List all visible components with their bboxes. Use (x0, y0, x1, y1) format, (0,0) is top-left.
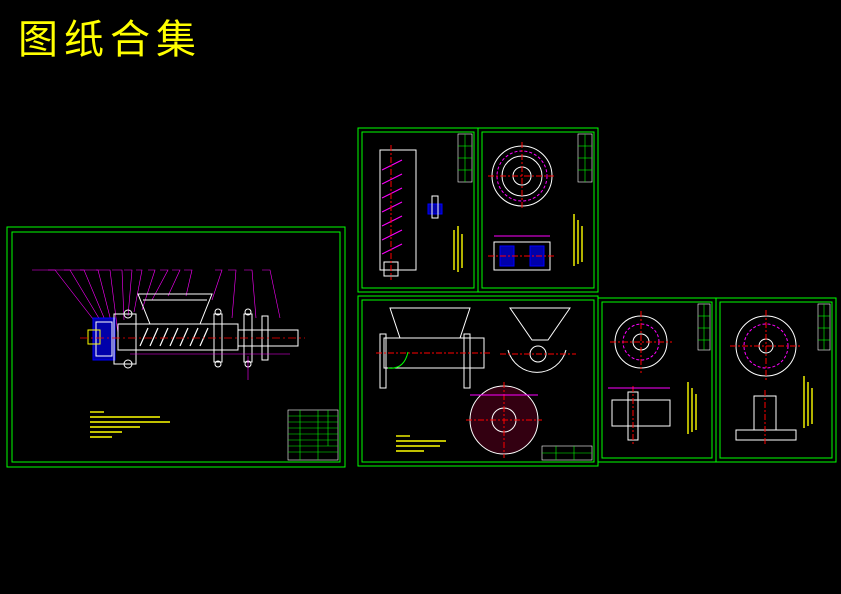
title-block (457, 133, 473, 183)
hopper (137, 293, 213, 325)
pulley-part (488, 142, 556, 271)
sheet-flange-a[interactable] (597, 297, 717, 463)
notes (803, 376, 813, 428)
sheet-barrel-hopper[interactable] (357, 295, 599, 467)
notes (573, 214, 583, 266)
title-block (541, 445, 593, 461)
title-block (817, 303, 831, 351)
page-title: 图纸合集 (18, 17, 202, 63)
sheet-screw-shaft[interactable] (357, 127, 479, 293)
title-block (697, 303, 711, 351)
barrel-hopper-part (376, 307, 576, 458)
title-block (577, 133, 593, 183)
flange-part (608, 311, 672, 446)
notes (396, 435, 446, 452)
technical-notes (90, 411, 170, 438)
screw-flights (139, 327, 209, 347)
leader-lines (32, 269, 281, 335)
notes (453, 226, 463, 272)
title-block (287, 409, 339, 461)
notes (687, 382, 697, 434)
pulley-drive (87, 309, 137, 369)
sheet-assembly[interactable] (6, 226, 346, 468)
dimension-lines (130, 353, 290, 380)
screw-shaft-part (379, 145, 443, 280)
sheet-flange-b[interactable] (715, 297, 837, 463)
flange-part (730, 310, 802, 446)
sheet-pulley[interactable] (477, 127, 599, 293)
